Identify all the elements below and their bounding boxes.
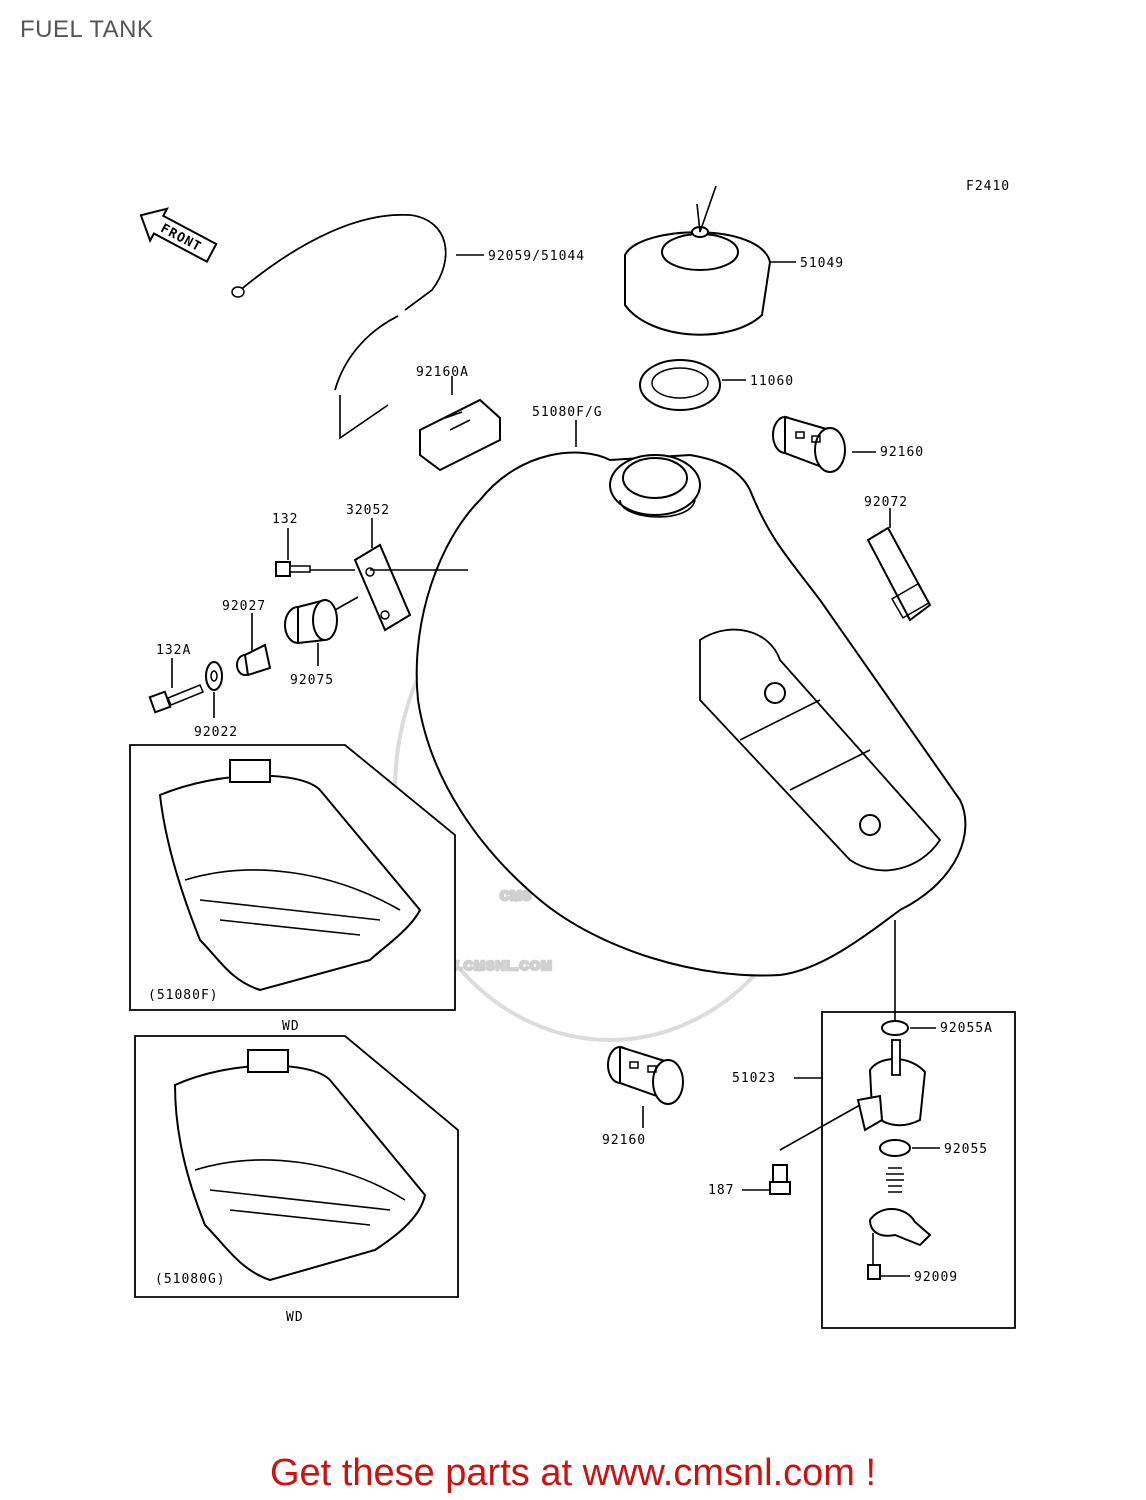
fuel-cap [624, 185, 772, 336]
bolt-132a [148, 684, 204, 714]
callout-92022: 92022 [194, 725, 238, 740]
collar [236, 643, 272, 677]
callout-92055: 92055 [944, 1142, 988, 1157]
callout-92160-bottom: 92160 [602, 1133, 646, 1148]
callout-11060: 11060 [750, 374, 794, 389]
callout-51049: 51049 [800, 256, 844, 271]
damper-top [772, 415, 846, 473]
inset-tank-f: (51080F) [129, 744, 456, 1011]
inset-tank-g-caption: (51080G) [155, 1272, 226, 1287]
watermark-logo-text: CMS [500, 888, 532, 903]
bolt-132 [275, 561, 311, 577]
callout-92160-top: 92160 [880, 445, 924, 460]
inset-tank-g: (51080G) [134, 1035, 459, 1298]
callout-92072: 92072 [864, 495, 908, 510]
washer [205, 661, 223, 691]
callout-92160a: 92160A [416, 365, 469, 380]
inset-tank-f-note: WD [282, 1019, 300, 1034]
fuel-hose [231, 214, 447, 440]
callout-32052: 32052 [346, 503, 390, 518]
callout-132a: 132A [156, 643, 191, 658]
callout-92009: 92009 [914, 1270, 958, 1285]
callout-51023: 51023 [732, 1071, 776, 1086]
leader-lines [171, 254, 940, 1277]
callout-92075: 92075 [290, 673, 334, 688]
callout-92059-51044: 92059/51044 [488, 249, 585, 264]
callout-187: 187 [708, 1183, 734, 1198]
front-arrow-icon: FRONT [139, 207, 218, 264]
callout-labels: 92059/51044 51049 11060 92160A 51080F/G … [156, 249, 993, 1285]
bracket-32052 [353, 543, 412, 632]
rubber-pad-a [419, 398, 501, 472]
callout-132: 132 [272, 512, 298, 527]
callout-92055a: 92055A [940, 1021, 993, 1036]
inset-tank-f-caption: (51080F) [148, 988, 219, 1003]
tank-band [866, 526, 932, 622]
cap-gasket [639, 359, 721, 411]
callout-92027: 92027 [222, 599, 266, 614]
promo-banner-link[interactable]: Get these parts at www.cmsnl.com ! [269, 1452, 877, 1494]
fuel-tank [415, 451, 967, 977]
damper-mount [284, 598, 338, 645]
callout-51080fg: 51080F/G [532, 405, 603, 420]
page-title: FUEL TANK [20, 16, 154, 43]
damper-bottom [607, 1045, 684, 1105]
figure-code: F2410 [966, 179, 1010, 194]
fuel-cock-assembly [769, 920, 1016, 1329]
inset-tank-g-note: WD [286, 1310, 304, 1325]
